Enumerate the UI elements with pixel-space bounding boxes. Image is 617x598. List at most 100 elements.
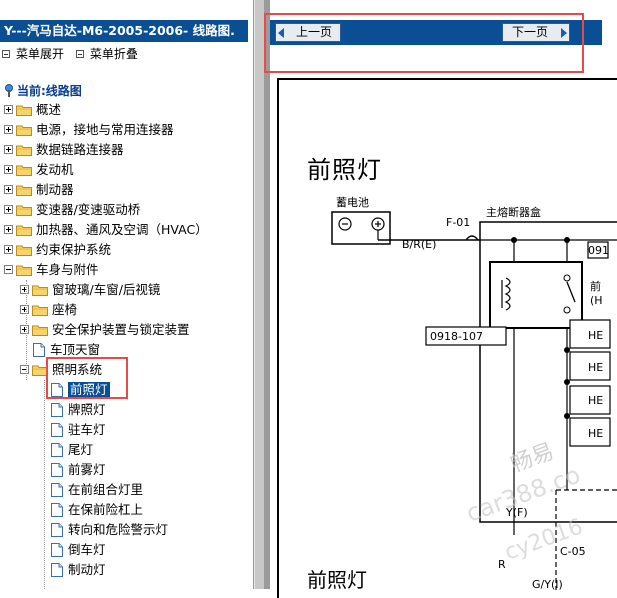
he-label-3: HE — [588, 394, 603, 407]
folder-icon — [16, 225, 32, 236]
fusebox-label: 主熔断器盒 — [486, 205, 541, 219]
tree-item[interactable]: 座椅 — [20, 300, 77, 320]
tree-item[interactable]: 车顶天窗 — [20, 340, 100, 360]
collapse-toggle-icon[interactable] — [4, 265, 13, 274]
fusebox-outline — [479, 221, 617, 523]
tree-item-label: 前雾灯 — [68, 462, 106, 477]
tree-item-label: 电源，接地与常用连接器 — [36, 122, 174, 137]
front-h-label: (H — [590, 294, 603, 307]
he-label-4: HE — [588, 427, 603, 440]
document-icon — [51, 442, 63, 457]
relay-box — [489, 261, 583, 329]
tree-item[interactable]: 约束保护系统 — [4, 240, 111, 260]
tree-item[interactable]: 在保前险杠上 — [38, 500, 143, 520]
tree-item[interactable]: 尾灯 — [38, 440, 93, 460]
tree-item[interactable]: 发动机 — [4, 160, 74, 180]
wire-br-label: B/R(E) — [402, 238, 436, 251]
expand-toggle-icon[interactable] — [4, 165, 13, 174]
tree-item[interactable]: 制动器 — [4, 180, 74, 200]
tree-item[interactable]: 变速器/变速驱动桥 — [4, 200, 140, 220]
tree-item-label: 发动机 — [36, 162, 74, 177]
expand-toggle-icon[interactable] — [20, 285, 29, 294]
tree-item-label: 变速器/变速驱动桥 — [36, 202, 141, 217]
tree-item-label: 概述 — [36, 102, 62, 117]
relay-switch-icon — [566, 281, 576, 303]
folder-icon — [32, 305, 48, 316]
pane-splitter-edge — [264, 0, 270, 589]
tree-item[interactable]: 加热器、通风及空调（HVAC） — [4, 220, 208, 240]
wire-r-label: R — [498, 558, 506, 571]
tree-item-label: 前照灯 — [68, 382, 110, 397]
tree-item-label: 约束保护系统 — [36, 242, 112, 257]
expand-toggle-icon[interactable] — [20, 305, 29, 314]
connector-c05-label: C-05 — [560, 545, 586, 558]
folder-icon — [16, 185, 32, 196]
wire-gy-label: G/Y(I) — [532, 578, 563, 591]
arrow-left-icon — [278, 28, 284, 38]
connector-091-label: 091 — [588, 244, 609, 257]
expand-toggle-icon[interactable] — [4, 245, 13, 254]
tree-item[interactable]: 前雾灯 — [38, 460, 106, 480]
tree-item-label: 倒车灯 — [68, 542, 106, 557]
he-label-2: HE — [588, 361, 603, 374]
location-pin-icon — [5, 84, 13, 97]
expand-toggle-icon[interactable] — [4, 125, 13, 134]
collapse-toggle-icon[interactable] — [20, 365, 29, 374]
tree-item[interactable]: 安全保护装置与锁定装置 — [20, 320, 190, 340]
folder-icon — [32, 325, 48, 336]
folder-icon — [16, 245, 32, 256]
folder-icon — [16, 125, 32, 136]
current-location: 当前:线路图 — [4, 82, 82, 100]
tree-item-label: 窗玻璃/车窗/后视镜 — [52, 282, 161, 297]
document-icon — [33, 342, 45, 357]
expand-toggle-icon[interactable] — [4, 105, 13, 114]
document-icon — [51, 462, 63, 477]
collapse-box-icon — [2, 49, 10, 58]
folder-open-icon — [32, 365, 48, 376]
tree-item[interactable]: 电源，接地与常用连接器 — [4, 120, 174, 140]
folder-open-icon — [16, 265, 32, 276]
expand-menu-button[interactable]: 菜单展开 — [2, 45, 64, 62]
page-nav-bar: 上一页 下一页 — [270, 20, 602, 45]
folder-icon — [32, 285, 48, 296]
tree-item[interactable]: 牌照灯 — [38, 400, 106, 420]
tree-item[interactable]: 概述 — [4, 100, 61, 120]
expand-toggle-icon[interactable] — [4, 185, 13, 194]
tree-item[interactable]: 数据链路连接器 — [4, 140, 124, 160]
tree-item-label: 牌照灯 — [68, 402, 106, 417]
wire-yf-label: Y(F) — [505, 506, 528, 519]
menu-toggle-row: 菜单展开 菜单折叠 — [2, 45, 146, 63]
folder-icon — [16, 205, 32, 216]
expand-toggle-icon[interactable] — [4, 145, 13, 154]
folder-icon — [16, 165, 32, 176]
expand-toggle-icon[interactable] — [20, 325, 29, 334]
folder-icon — [16, 105, 32, 116]
tree-item[interactable]: 驻车灯 — [38, 420, 106, 440]
document-icon — [51, 542, 63, 557]
tree-item-label: 数据链路连接器 — [36, 142, 124, 157]
tree-item[interactable]: 前照灯 — [38, 380, 110, 400]
next-page-button[interactable]: 下一页 — [502, 23, 570, 42]
tree-item[interactable]: 窗玻璃/车窗/后视镜 — [20, 280, 160, 300]
tree-item-label: 加热器、通风及空调（HVAC） — [36, 222, 208, 237]
connector-0918-107-box — [425, 326, 507, 346]
connector-0918-107-label: 0918-107 — [430, 330, 483, 343]
tree-item[interactable]: 转向和危险警示灯 — [38, 520, 168, 540]
tree-item[interactable]: 照明系统 — [20, 360, 102, 380]
expand-toggle-icon[interactable] — [4, 205, 13, 214]
tree-item-label: 安全保护装置与锁定装置 — [52, 322, 190, 337]
front-label: 前 — [590, 279, 601, 293]
tree-item[interactable]: 在前组合灯里 — [38, 480, 143, 500]
navigation-pane: Y---汽马自达-M6-2005-2006- 线路图. 菜单展开 菜单折叠 当前… — [0, 0, 254, 589]
expand-toggle-icon[interactable] — [4, 225, 13, 234]
tree-item[interactable]: 制动灯 — [38, 560, 106, 580]
tree-item-label: 车身与附件 — [36, 262, 99, 277]
tree-item[interactable]: 车身与附件 — [4, 260, 99, 280]
pane-splitter[interactable] — [254, 0, 264, 589]
content-pane: 上一页 下一页 前照灯 蓄电池 B/R(E) F-01 主熔断器盒 091 — [264, 0, 617, 598]
connector-091-box — [587, 241, 609, 259]
collapse-menu-button[interactable]: 菜单折叠 — [75, 45, 138, 62]
tree-item[interactable]: 倒车灯 — [38, 540, 106, 560]
tree-item-label: 转向和危险警示灯 — [68, 522, 169, 537]
prev-page-button[interactable]: 上一页 — [275, 23, 341, 42]
